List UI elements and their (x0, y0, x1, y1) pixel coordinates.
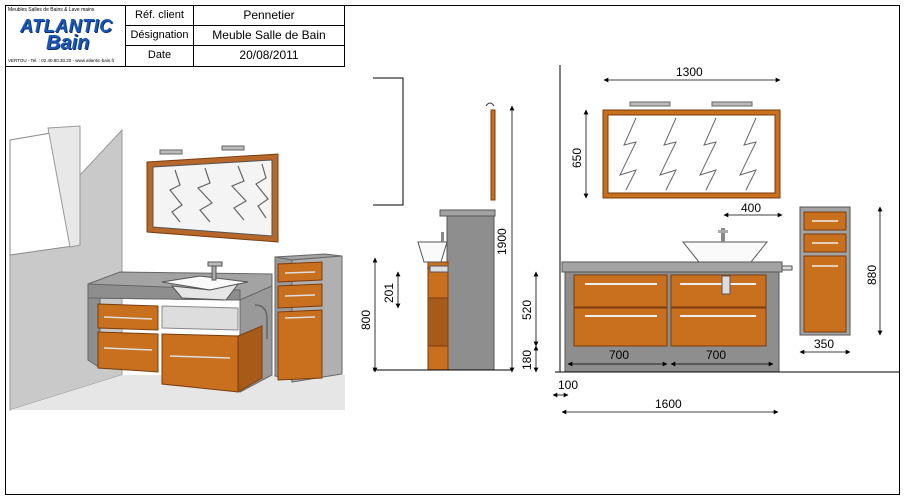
dim-mirror-width: 1300 (676, 65, 703, 79)
client-ref-value: Pennetier (243, 8, 295, 22)
side-stone-body (446, 209, 495, 371)
perspective-drawer-lower-left (97, 331, 159, 373)
front-drawer-lower-right (670, 307, 767, 347)
perspective-basin (161, 261, 249, 301)
perspective-open-shelf (161, 305, 239, 331)
client-ref-label: Réf. client (126, 6, 194, 25)
dim-side-total-height: 1900 (495, 228, 509, 255)
perspective-view (8, 68, 348, 411)
perspective-mirror (146, 145, 279, 243)
dim-column-width: 350 (814, 337, 834, 351)
title-row-designation: Désignation Meuble Salle de Bain (126, 26, 344, 46)
designation-label: Désignation (126, 26, 194, 45)
dim-side-cabinet-height: 800 (359, 310, 373, 330)
dim-drawer-width-right: 700 (706, 348, 726, 362)
dim-drawer-width-left: 700 (609, 348, 629, 362)
logo-tagline: Meubles Salles de Bains & Lave mains (8, 7, 95, 13)
dim-wall-offset: 100 (558, 378, 578, 392)
side-basin (417, 241, 448, 263)
front-column (799, 206, 851, 336)
front-drawer-upper-right (670, 274, 767, 308)
dimension-lines (372, 77, 883, 415)
sheet-border (5, 5, 900, 495)
dim-side-drawer-height: 201 (382, 283, 396, 303)
dim-plinth-height: 180 (520, 350, 534, 370)
front-drawer-upper-left (573, 274, 668, 308)
atlantic-bain-logo: Meubles Salles de Bains & Lave mains ATL… (6, 6, 126, 66)
dim-cabinet-height: 520 (520, 300, 534, 320)
date-value: 20/08/2011 (239, 48, 299, 62)
date-label: Date (126, 46, 194, 66)
dimension-labels: 1900 800 201 1300 650 400 520 180 700 70… (359, 65, 879, 411)
designation-value: Meuble Salle de Bain (212, 28, 326, 42)
floor (10, 375, 345, 410)
perspective-drawer-upper-left (97, 303, 159, 331)
dim-total-width: 1600 (655, 397, 682, 411)
dim-basin-offset: 400 (741, 201, 761, 215)
title-block: Meubles Salles de Bains & Lave mains ATL… (5, 5, 345, 67)
front-drawer-lower-left (573, 307, 668, 347)
dim-mirror-height: 650 (570, 148, 584, 168)
side-elevation (373, 77, 512, 371)
side-mirror (490, 109, 496, 201)
dim-column-height: 880 (865, 265, 879, 285)
logo-brand-line1: ATLANTIC (20, 16, 113, 36)
logo-brand-line2: Bain (46, 32, 90, 54)
title-row-client-ref: Réf. client Pennetier (126, 6, 344, 26)
perspective-column (274, 253, 343, 383)
title-row-date: Date 20/08/2011 (126, 46, 344, 66)
front-basin (681, 241, 769, 263)
perspective-drawer-lower-right (161, 333, 239, 393)
front-elevation (555, 65, 900, 373)
logo-address: VERTOU - Tel. : 02.40.80.30.20 - www.atl… (8, 58, 115, 63)
